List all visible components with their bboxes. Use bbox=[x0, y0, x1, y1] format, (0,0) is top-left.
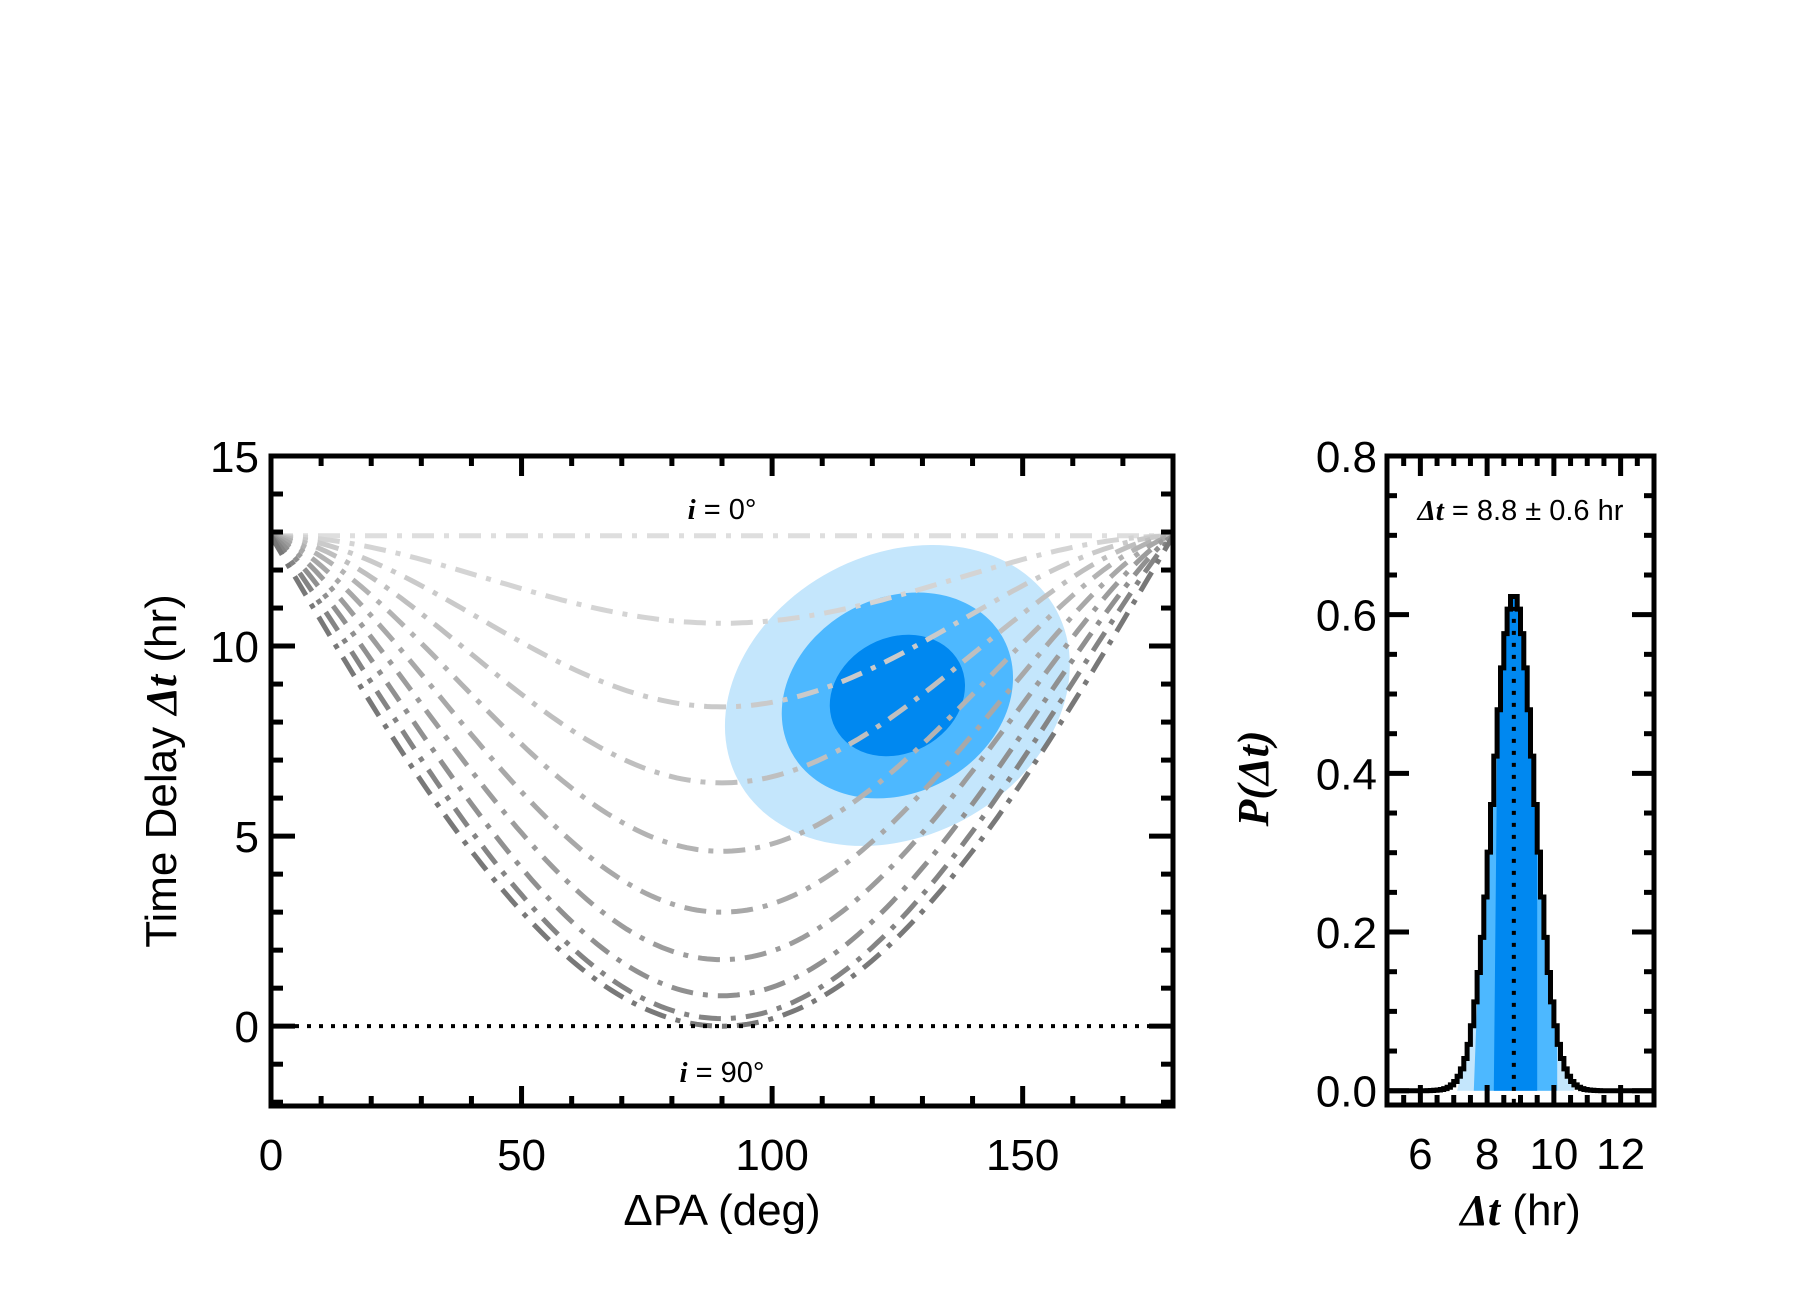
x-tick-label: 100 bbox=[735, 1131, 808, 1180]
curve-70deg bbox=[271, 533, 1173, 999]
x-tick-label-part: 50 bbox=[497, 1131, 546, 1180]
x-tick-label: 0 bbox=[259, 1131, 283, 1180]
x-axis-title: Δt (hr) bbox=[1458, 1186, 1580, 1235]
curve-30deg bbox=[271, 533, 1173, 786]
y-tick-label-part: 0.4 bbox=[1316, 750, 1377, 799]
y-tick-label-part: 5 bbox=[235, 813, 259, 862]
y-axis-title-part: P(Δt) bbox=[1229, 731, 1278, 828]
curve-10deg bbox=[271, 533, 1173, 626]
y-axis-title-part: Time Delay bbox=[137, 715, 186, 948]
y-tick-label-part: 10 bbox=[210, 623, 259, 672]
x-tick-label: 50 bbox=[497, 1131, 546, 1180]
y-tick-label: 0.8 bbox=[1316, 433, 1377, 482]
annotation-i-0-part: i bbox=[688, 494, 696, 526]
y-tick-label-part: 0 bbox=[235, 1003, 259, 1052]
y-tick-label: 0.0 bbox=[1316, 1068, 1377, 1117]
x-axis-title-part: ΔPA (deg) bbox=[623, 1186, 820, 1235]
y-tick-label: 0.2 bbox=[1316, 909, 1377, 958]
x-tick-label-part: 150 bbox=[986, 1131, 1059, 1180]
y-tick-label-part: 0.6 bbox=[1316, 592, 1377, 641]
x-tick-label: 10 bbox=[1529, 1130, 1578, 1179]
annotation-i-90-part: i bbox=[680, 1057, 688, 1089]
annotation-i-90-part: = 90° bbox=[688, 1057, 765, 1089]
band-1-sigma bbox=[1493, 596, 1538, 1091]
y-tick-label: 10 bbox=[210, 623, 259, 672]
x-tick-label: 8 bbox=[1475, 1130, 1499, 1179]
y-tick-label: 15 bbox=[210, 433, 259, 482]
curve-90deg bbox=[271, 534, 1173, 1029]
x-tick-label-part: 0 bbox=[259, 1131, 283, 1180]
x-axis-title-part: Δt bbox=[1458, 1186, 1502, 1235]
y-axis-title-part: Δt bbox=[137, 673, 186, 717]
x-tick-label-part: 10 bbox=[1529, 1130, 1578, 1179]
annotation-result-part: = 8.8 ± 0.6 hr bbox=[1444, 495, 1624, 527]
x-tick-label: 6 bbox=[1408, 1130, 1432, 1179]
annotation-i-0-part: = 0° bbox=[696, 494, 757, 526]
x-axis-title-part: (hr) bbox=[1500, 1186, 1581, 1235]
x-tick-label: 12 bbox=[1596, 1130, 1645, 1179]
curve-80deg bbox=[271, 534, 1173, 1022]
annotation-result-part: Δt bbox=[1417, 495, 1445, 527]
x-tick-label: 150 bbox=[986, 1131, 1059, 1180]
annotation-result: Δt = 8.8 ± 0.6 hr bbox=[1417, 495, 1624, 527]
y-axis-title: Time Delay Δt (hr) bbox=[137, 594, 186, 948]
y-tick-label: 0.6 bbox=[1316, 592, 1377, 641]
annotation-i-90: i = 90° bbox=[680, 1057, 765, 1089]
contour-1-sigma bbox=[829, 634, 966, 757]
curve-60deg bbox=[271, 533, 1173, 963]
x-tick-label-part: 12 bbox=[1596, 1130, 1645, 1179]
x-axis-title: ΔPA (deg) bbox=[623, 1186, 820, 1235]
annotation-i-0: i = 0° bbox=[688, 494, 757, 526]
y-tick-label: 0.4 bbox=[1316, 750, 1377, 799]
curve-50deg bbox=[271, 533, 1173, 915]
x-tick-label-part: 100 bbox=[735, 1131, 808, 1180]
y-tick-label-part: 15 bbox=[210, 433, 259, 482]
histogram-outline bbox=[1387, 594, 1654, 1094]
y-tick-label: 0 bbox=[235, 1003, 259, 1052]
x-tick-label-part: 8 bbox=[1475, 1130, 1499, 1179]
y-axis-title: P(Δt) bbox=[1229, 731, 1278, 828]
y-axis-title-part: (hr) bbox=[137, 594, 186, 675]
y-tick-label-part: 0.8 bbox=[1316, 433, 1377, 482]
y-tick-label-part: 0.2 bbox=[1316, 909, 1377, 958]
x-tick-label-part: 6 bbox=[1408, 1130, 1432, 1179]
y-tick-label: 5 bbox=[235, 813, 259, 862]
plot-area bbox=[271, 533, 1173, 1029]
plot-area bbox=[1387, 594, 1654, 1105]
y-tick-label-part: 0.0 bbox=[1316, 1068, 1377, 1117]
curve-20deg bbox=[271, 533, 1173, 710]
